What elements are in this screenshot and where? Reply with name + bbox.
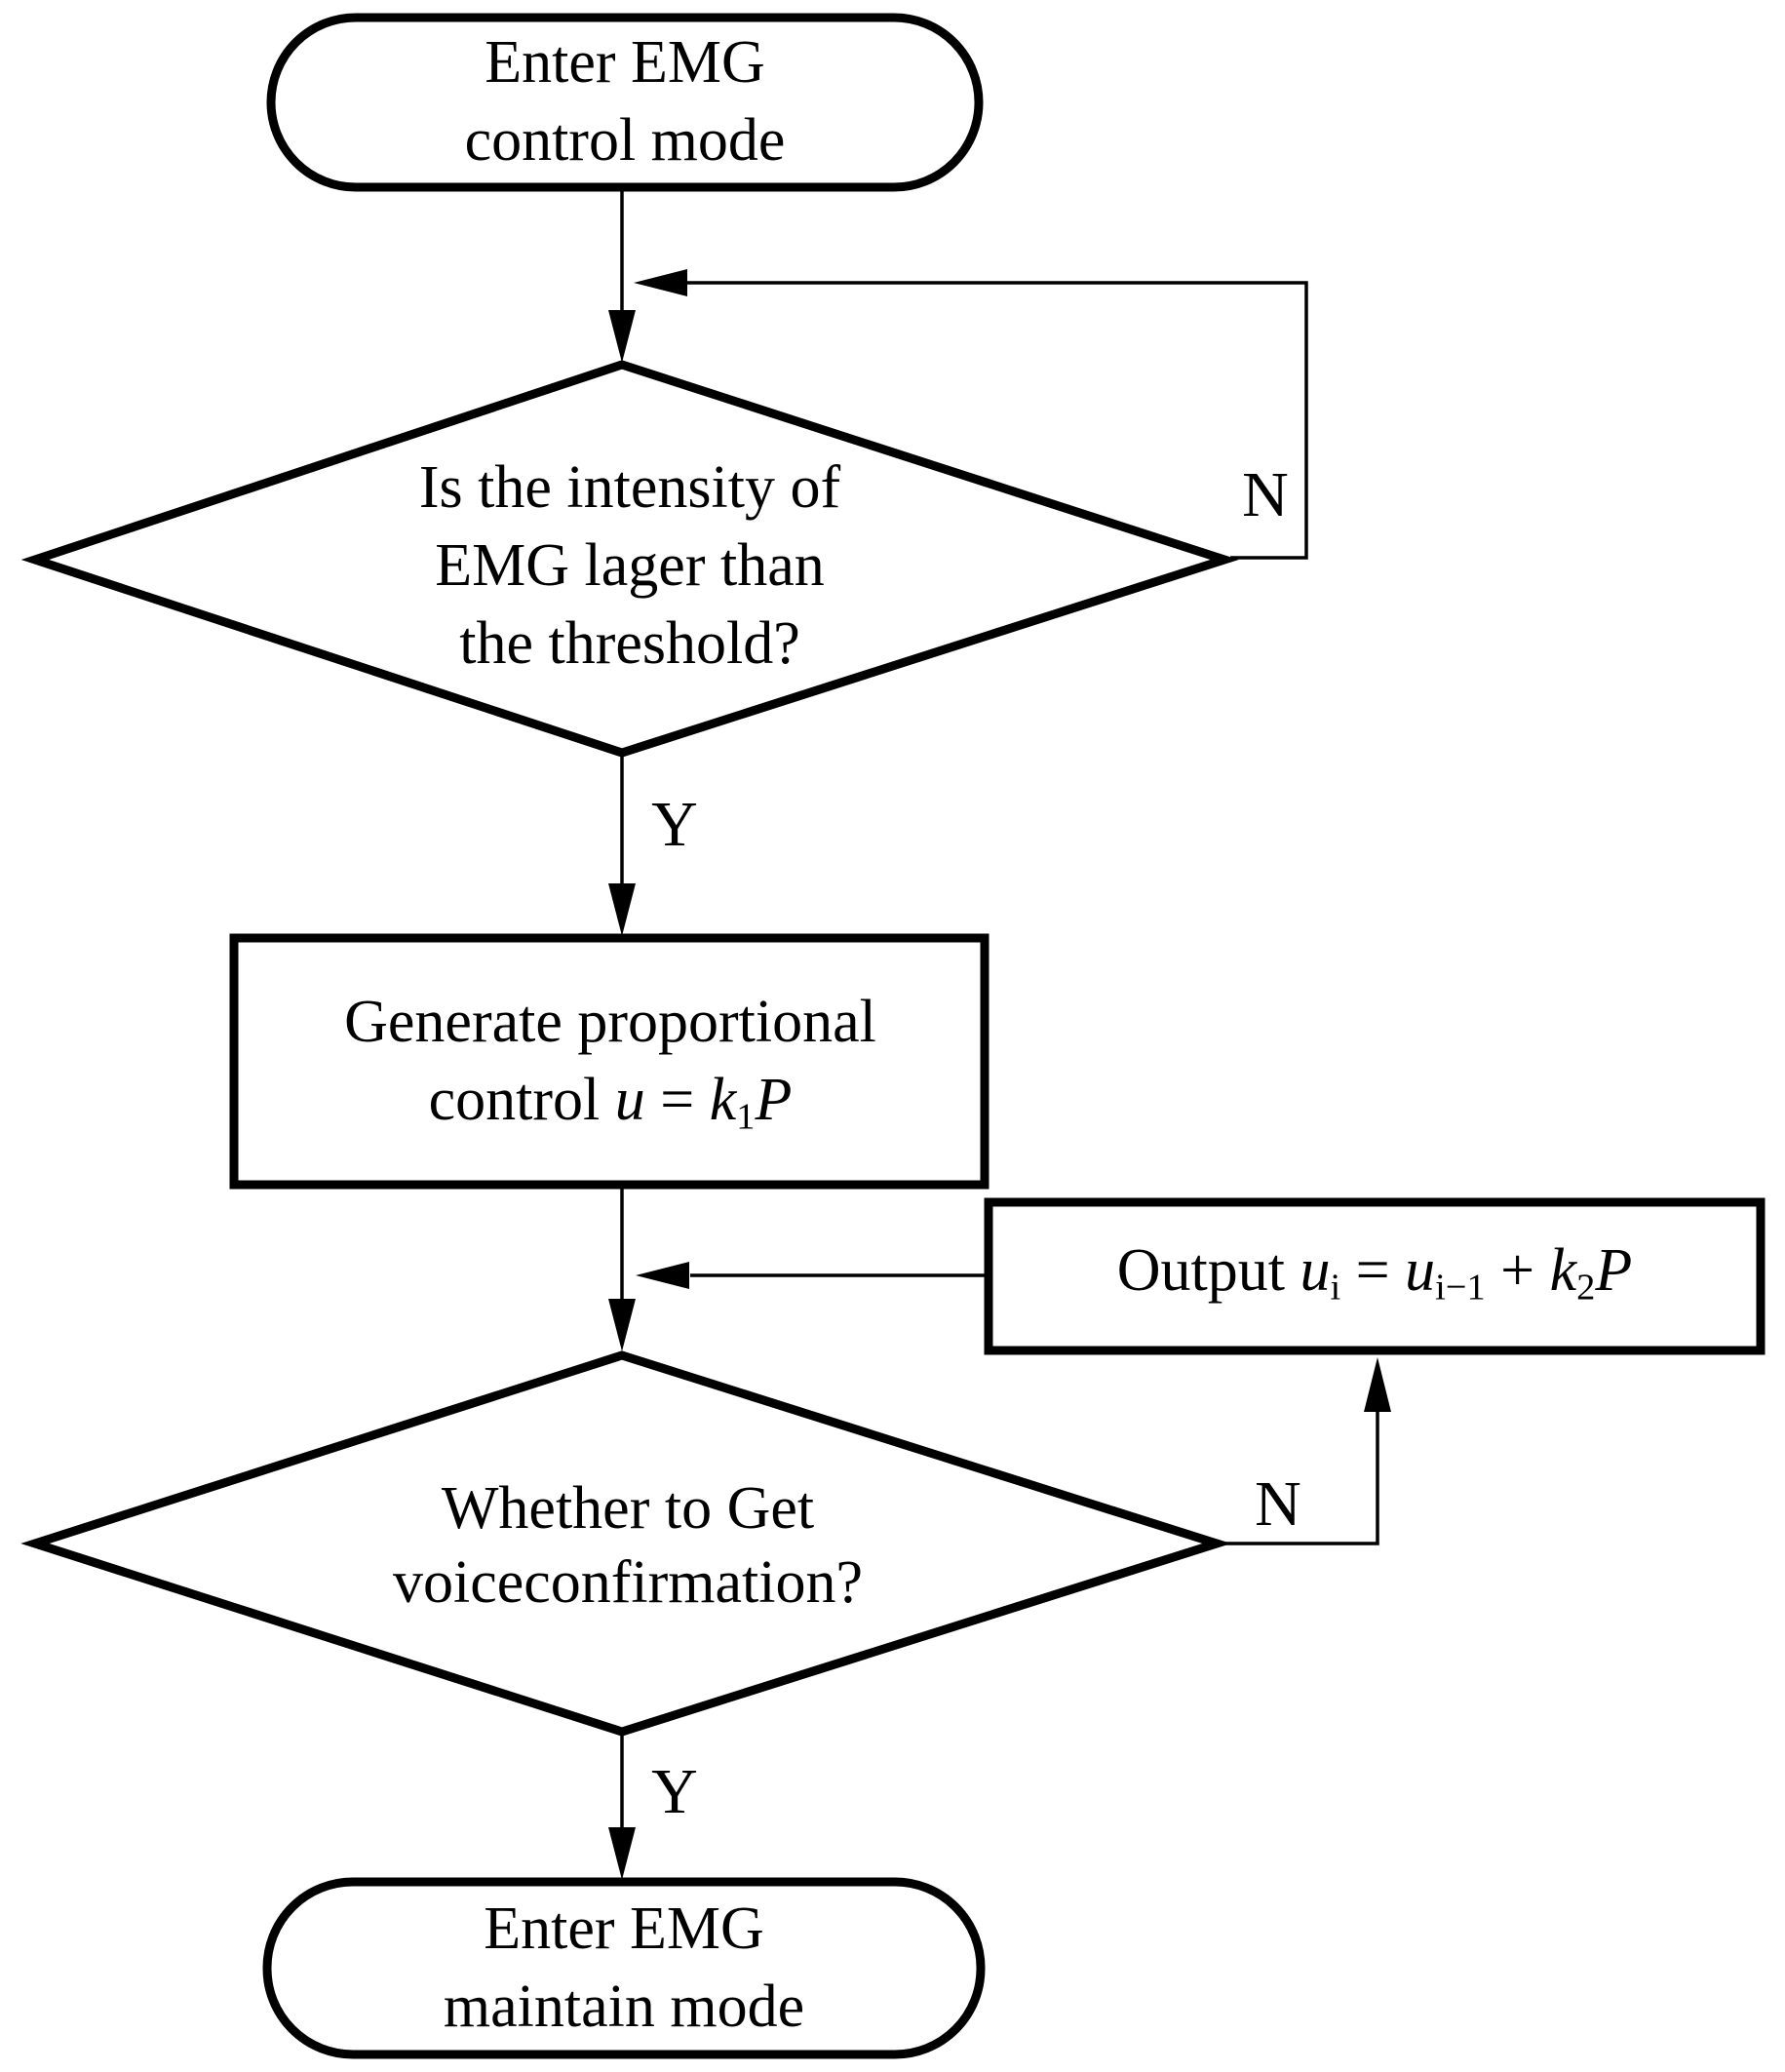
output-var-u1: u — [1300, 1237, 1331, 1304]
start-line2: control mode — [464, 107, 786, 174]
connector-decision1-no-loop — [682, 281, 1308, 560]
output-sub-u1: i — [1330, 1267, 1341, 1309]
output-plus: + — [1485, 1237, 1550, 1304]
generate-var-u: u — [614, 1067, 645, 1133]
decision-threshold-line1: Is the intensity of — [418, 454, 841, 521]
generate-sub-k: 1 — [736, 1096, 756, 1138]
decision-voice-label: Whether to Get voiceconfirmation? — [393, 1471, 863, 1620]
connector-decision2-no — [1217, 1412, 1379, 1545]
arrowhead-down-generate — [608, 883, 636, 936]
arrowhead-down-end — [608, 1827, 636, 1880]
generate-var-k: k — [709, 1067, 737, 1133]
end-line1: Enter EMG — [484, 1896, 764, 1962]
output-var-k: k — [1549, 1237, 1577, 1304]
process-generate-line2: control u = k1P — [344, 1061, 876, 1139]
branch-yes-1-label: Y — [651, 789, 698, 860]
output-sub-u2: i−1 — [1435, 1267, 1486, 1309]
branch-no-2-label: N — [1255, 1468, 1301, 1540]
arrowhead-up-output — [1364, 1357, 1391, 1412]
process-generate-line1: Generate proportional — [344, 989, 876, 1055]
output-var-u2: u — [1405, 1237, 1436, 1304]
process-output-label: Output ui = ui−1 + k2P — [1117, 1231, 1633, 1310]
end-node-label: Enter EMG maintain mode — [444, 1890, 804, 2046]
process-generate-shape — [229, 933, 990, 1190]
decision-threshold-label: Is the intensity of EMG lager than the t… — [419, 449, 840, 683]
arrowhead-down-decision2 — [608, 1299, 636, 1351]
branch-yes-2-label: Y — [651, 1756, 698, 1827]
decision-threshold-line2: EMG lager than — [435, 532, 825, 599]
arrowhead-down-decision1 — [608, 310, 636, 363]
output-equals: = — [1340, 1237, 1406, 1304]
generate-equals: = — [644, 1067, 710, 1133]
decision-threshold-shape — [20, 360, 1239, 758]
end-line2: maintain mode — [443, 1974, 805, 2040]
decision-threshold-line3: the threshold? — [459, 610, 800, 677]
generate-var-p: P — [755, 1067, 793, 1133]
process-output-shape — [984, 1197, 1766, 1355]
arrowhead-left-no-loop1 — [634, 269, 687, 296]
decision-voice-line1: Whether to Get — [441, 1475, 815, 1542]
output-var-p: P — [1595, 1237, 1633, 1304]
decision-voice-shape — [20, 1350, 1231, 1737]
start-node-label: Enter EMG control mode — [465, 23, 786, 179]
start-node-shape — [266, 13, 984, 192]
end-node-shape — [262, 1877, 986, 2059]
generate-prefix: control — [428, 1067, 615, 1133]
output-prefix: Output — [1116, 1237, 1300, 1304]
arrowhead-left-output-feedback — [636, 1262, 689, 1289]
process-generate-label: Generate proportional control u = k1P — [344, 983, 876, 1139]
decision-voice-line2: voiceconfirmation? — [392, 1549, 864, 1616]
output-sub-k: 2 — [1576, 1267, 1596, 1309]
branch-no-1-label: N — [1242, 459, 1289, 530]
start-line1: Enter EMG — [485, 29, 765, 96]
